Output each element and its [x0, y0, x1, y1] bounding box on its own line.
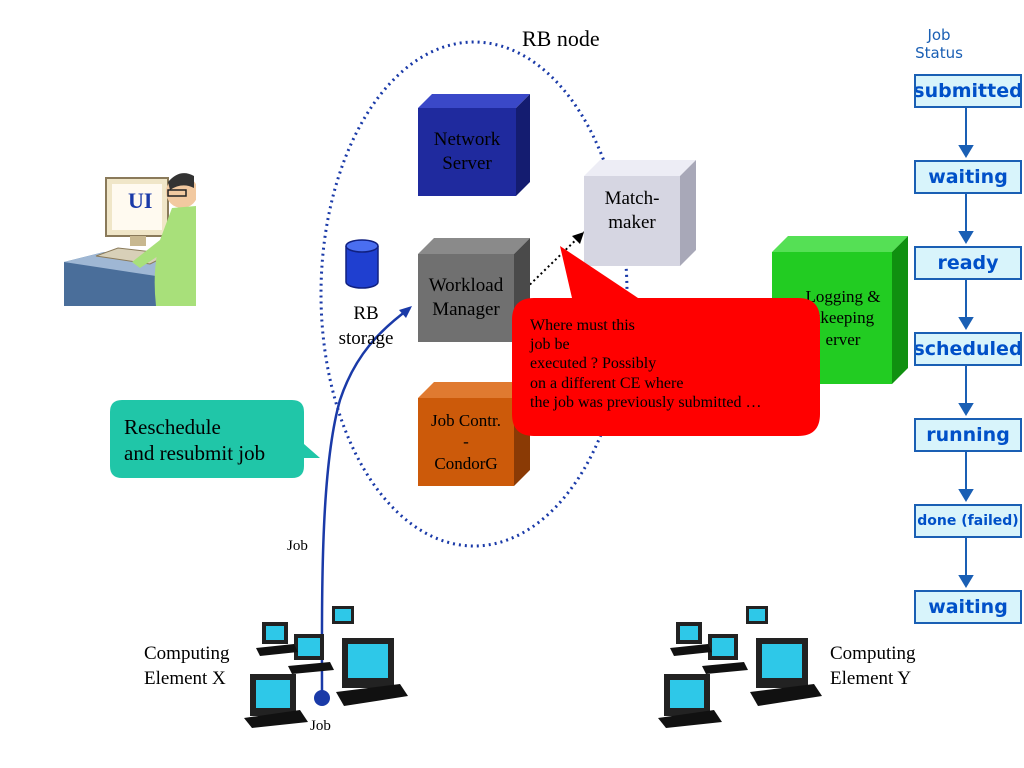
- callout-line: executed ? Possibly: [530, 355, 657, 373]
- callout-bubble: [512, 246, 820, 436]
- callout-line: job be: [530, 336, 570, 354]
- ui-user-illustration: [64, 173, 196, 306]
- reschedule-line1: Reschedule: [124, 415, 221, 439]
- network-server-box: Network Server: [418, 94, 530, 196]
- logging-server-line1: Logging &: [805, 287, 881, 306]
- workload-manager-box: Workload Manager: [418, 238, 530, 342]
- job-controller-line3: CondorG: [434, 453, 498, 473]
- status-arrows: [958, 108, 974, 588]
- computing-y-line2: Element Y: [830, 667, 912, 689]
- rb-storage-line1: RB: [353, 303, 379, 324]
- callout-text: Where must this job be executed ? Possib…: [530, 316, 830, 412]
- job-status-header-line2: Status: [915, 44, 963, 62]
- job-resubmit-arrow: [320, 306, 411, 701]
- computing-x-line2: Element X: [144, 667, 226, 689]
- computer-cluster-icon: [658, 606, 822, 728]
- database-icon: [345, 239, 379, 289]
- job-dot: [314, 690, 330, 706]
- status-ready: ready: [914, 246, 1022, 280]
- workload-manager-line2: Manager: [432, 299, 500, 320]
- job-controller-line2: -: [463, 432, 469, 452]
- network-server-line2: Server: [442, 153, 492, 174]
- network-server-line1: Network: [433, 129, 501, 151]
- reschedule-bubble: [110, 400, 320, 478]
- job-status-header: Job Status: [904, 26, 974, 62]
- callout-line: the job was previously submitted …: [530, 393, 762, 411]
- computing-y-line1: Computing: [830, 643, 916, 664]
- status-submitted: submitted: [914, 74, 1022, 108]
- matchmaker-line1: Match-: [604, 188, 660, 210]
- logging-server-line2: kkeeping: [811, 308, 875, 328]
- job-dot-label: Job: [310, 718, 331, 734]
- computing-y-label: Computing Element Y: [830, 642, 916, 691]
- rb-node-title: RB node: [522, 26, 600, 51]
- callout-line: Where must this: [530, 317, 635, 334]
- job-status-header-line1: Job: [927, 26, 951, 44]
- job-controller-box: Job Contr. - CondorG: [418, 382, 530, 486]
- matchmaker-line2: maker: [608, 212, 656, 233]
- matchmaker-box: Match- maker: [584, 160, 696, 266]
- status-done-failed: done (failed): [914, 504, 1022, 538]
- rb-storage-label: RB storage: [326, 302, 406, 351]
- workload-manager-line1: Workload: [428, 275, 504, 297]
- callout-line: on a different CE where: [530, 374, 684, 392]
- status-waiting: waiting: [914, 160, 1022, 194]
- logging-server-line3: erver: [825, 329, 861, 349]
- job-controller-line1: Job Contr.: [431, 411, 501, 431]
- status-running: running: [914, 418, 1022, 452]
- status-waiting-final: waiting: [914, 590, 1022, 624]
- reschedule-line2: and resubmit job: [124, 441, 266, 466]
- computer-cluster-icon: [244, 606, 408, 728]
- job-arrow-label: Job: [287, 538, 308, 554]
- status-scheduled: scheduled: [914, 332, 1022, 366]
- rb-storage-line2: storage: [338, 327, 394, 349]
- ui-label: UI: [128, 188, 153, 213]
- computing-x-line1: Computing: [144, 643, 230, 664]
- reschedule-text: Reschedule and resubmit job: [124, 414, 265, 467]
- computing-x-label: Computing Element X: [144, 642, 230, 691]
